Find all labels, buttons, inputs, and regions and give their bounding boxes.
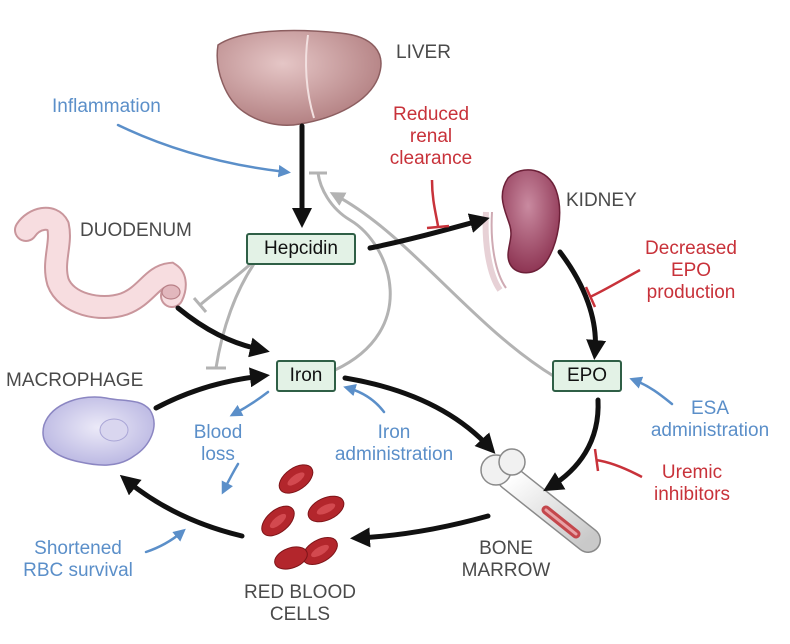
shortened-rbc-line-2: RBC survival xyxy=(23,560,133,581)
stimulus-arrows xyxy=(116,123,674,554)
iron-to-bone-marrow-arrow xyxy=(342,375,496,454)
bone-marrow-to-rbc-arrow xyxy=(350,513,491,548)
duodenum-illustration xyxy=(14,206,187,319)
decreased-epo-line-1: Decreased xyxy=(645,238,737,259)
hepcidin-box: Hepcidin xyxy=(246,233,356,265)
rbc-to-macrophage-arrow xyxy=(119,474,245,539)
iron-admin-arrow xyxy=(343,384,386,414)
rbc-line-2: CELLS xyxy=(269,604,331,625)
bone-marrow-label: BONE MARROW xyxy=(448,538,564,582)
hepcidin-block-duodenum xyxy=(199,256,259,307)
inhibitory-pathways xyxy=(192,171,556,379)
inhibitor-lines xyxy=(426,179,643,479)
iron-admin-line-2: administration xyxy=(334,444,454,465)
rbc-illustration xyxy=(261,464,345,570)
shortened-rbc-label: Shortened RBC survival xyxy=(4,538,152,582)
macrophage-to-iron-arrow xyxy=(153,367,270,411)
rbc-label: RED BLOOD CELLS xyxy=(236,582,364,626)
esa-admin-label: ESA administration xyxy=(636,398,784,442)
inflammation-arrow xyxy=(116,123,291,178)
main-pathways xyxy=(119,123,607,548)
kidney-label: KIDNEY xyxy=(566,190,637,211)
liver-label: LIVER xyxy=(396,42,451,63)
blood-loss-label: Blood loss xyxy=(178,422,258,466)
hepcidin-to-kidney-arrow xyxy=(367,213,490,251)
decreased-epo-line-2: EPO xyxy=(670,260,712,281)
blood-loss-line-2: loss xyxy=(201,444,235,465)
shortened-rbc-line-1: Shortened xyxy=(34,538,122,559)
iron-to-hepcidin-inhibit xyxy=(316,172,392,372)
macrophage-label: MACROPHAGE xyxy=(6,370,144,391)
blood-loss-arrow xyxy=(229,390,270,417)
decreased-epo-line-3: production xyxy=(646,282,736,303)
rbc-loss-arrow xyxy=(221,462,240,495)
blood-loss-line-1: Blood xyxy=(193,422,243,443)
duodenum-label: DUODENUM xyxy=(80,220,192,241)
decreased-epo-inhibit xyxy=(589,268,641,299)
bone-marrow-line-2: MARROW xyxy=(461,560,551,581)
esa-admin-line-1: ESA xyxy=(690,398,730,419)
epo-to-hepcidin-arrow xyxy=(329,192,556,379)
esa-admin-arrow xyxy=(629,376,674,406)
hepcidin-block-macrophage xyxy=(214,257,260,369)
reduced-renal-line-3: clearance xyxy=(389,148,473,169)
reduced-renal-line-2: renal xyxy=(409,126,453,147)
reduced-renal-line-1: Reduced xyxy=(392,104,470,125)
uremic-line-1: Uremic xyxy=(661,462,723,483)
reduced-renal-inhibit xyxy=(430,179,440,227)
esa-admin-line-2: administration xyxy=(650,420,770,441)
kidney-to-epo-arrow xyxy=(557,249,607,360)
uremic-line-2: inhibitors xyxy=(653,484,731,505)
shortened-rbc-arrow xyxy=(144,528,186,554)
uremic-inhibit xyxy=(595,458,643,479)
liver-illustration xyxy=(216,29,382,126)
rbc-line-1: RED BLOOD xyxy=(244,582,356,603)
bone-marrow-line-1: BONE xyxy=(479,538,533,559)
iron-admin-line-1: Iron xyxy=(377,422,411,443)
kidney-illustration xyxy=(482,169,561,292)
iron-admin-label: Iron administration xyxy=(322,422,466,466)
uremic-label: Uremic inhibitors xyxy=(636,462,748,506)
duodenum-to-iron-arrow xyxy=(175,305,270,358)
inflammation-label: Inflammation xyxy=(52,96,161,117)
reduced-renal-label: Reduced renal clearance xyxy=(364,104,498,170)
epo-to-bone-marrow-arrow xyxy=(543,397,601,492)
macrophage-illustration xyxy=(42,396,155,466)
epo-box: EPO xyxy=(552,360,622,392)
decreased-epo-label: Decreased EPO production xyxy=(622,238,760,304)
iron-box: Iron xyxy=(276,360,336,392)
bone-marrow-illustration xyxy=(480,448,601,553)
